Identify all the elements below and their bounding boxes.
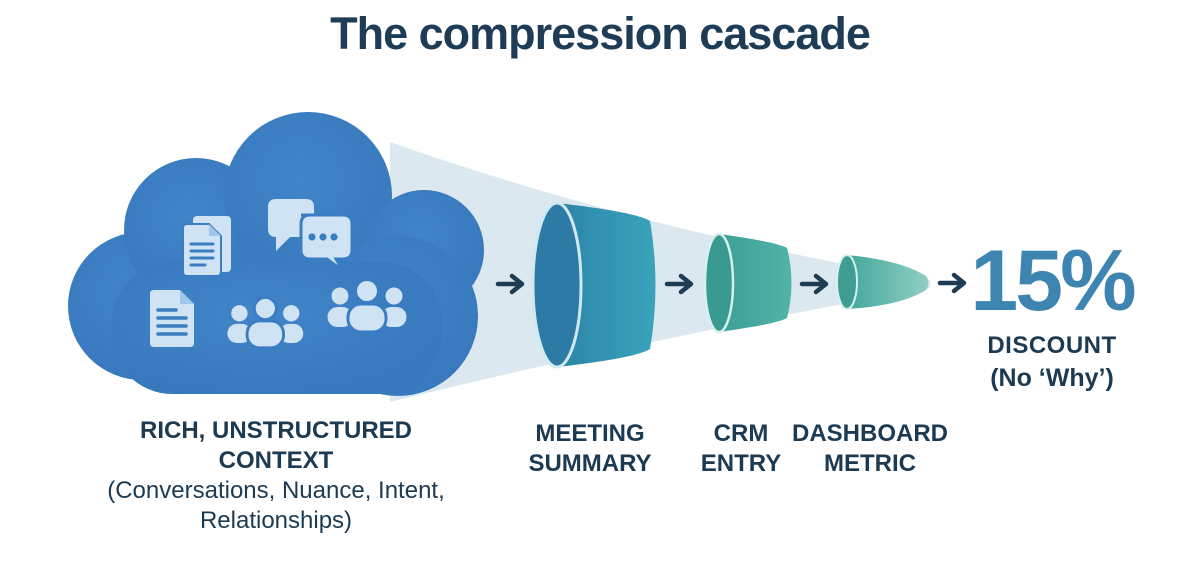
cylinder-crm-entry bbox=[703, 232, 792, 334]
stage-label-context: RICH, UNSTRUCTURED CONTEXT (Conversation… bbox=[106, 416, 446, 536]
document-icon bbox=[150, 290, 194, 347]
result-label: DISCOUNT bbox=[987, 332, 1117, 359]
page-title: The compression cascade bbox=[330, 8, 871, 59]
cylinder-meeting-summary bbox=[531, 201, 656, 369]
stage-label-context-sub: (Conversations, Nuance, Intent, Relation… bbox=[107, 477, 445, 534]
cone-dashboard-metric bbox=[836, 254, 929, 310]
result-sublabel: (No ‘Why’) bbox=[990, 364, 1114, 392]
result-value: 15% bbox=[970, 233, 1136, 329]
arrow-icon bbox=[799, 273, 829, 295]
arrow-icon bbox=[664, 273, 694, 295]
arrow-icon bbox=[495, 273, 525, 295]
stage-label-meeting-summary: MEETING SUMMARY bbox=[528, 420, 652, 477]
arrow-icon bbox=[937, 272, 967, 294]
stage-label-dashboard-metric: DASHBOARD METRIC bbox=[792, 420, 948, 477]
compression-beam bbox=[390, 142, 930, 402]
stage-label-context-main: RICH, UNSTRUCTURED CONTEXT bbox=[140, 417, 412, 474]
result-block: 15% DISCOUNT (No ‘Why’) bbox=[942, 233, 1162, 393]
stage-label-crm-entry: CRM ENTRY bbox=[700, 420, 782, 477]
chat-bubbles-icon bbox=[268, 199, 354, 273]
documents-icon bbox=[182, 216, 231, 277]
